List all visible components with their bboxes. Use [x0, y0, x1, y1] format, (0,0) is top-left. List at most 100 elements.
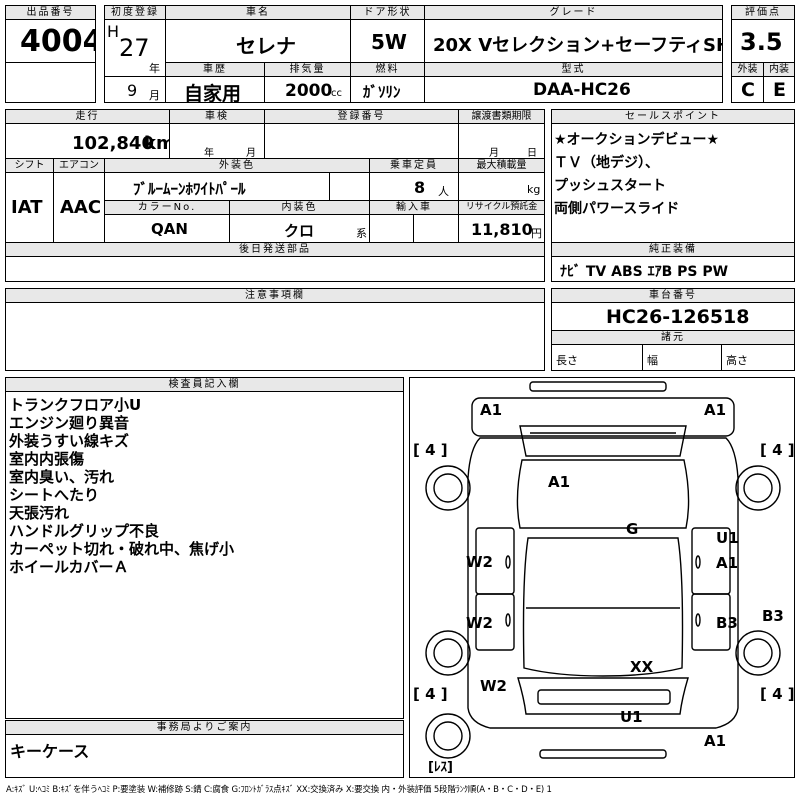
body-outline-shape [467, 437, 739, 729]
ac-value: AAC [60, 197, 102, 218]
history-value: 自家用 [184, 83, 242, 103]
sales-point-4: 両側パワースライド [554, 201, 680, 217]
spare-label: [ﾚｽ] [428, 760, 453, 775]
mark-xx-roof: XX [630, 658, 654, 676]
roof-shape [522, 537, 684, 677]
notes-cell [5, 302, 545, 371]
left-front-wheel-shape [425, 465, 471, 511]
colorno-value: QAN [151, 220, 188, 238]
inspector-line-9: カーペット切れ・破れ中、焦げ小 [9, 540, 235, 558]
reg-year: 27 [119, 34, 150, 62]
int-label: 内装 [763, 62, 795, 77]
ext-label: 外装 [731, 62, 764, 77]
tire-lf-label: [ 4 ] [413, 441, 448, 459]
front-bumper-shape [529, 381, 667, 392]
disp-value: 2000 [285, 81, 333, 101]
mark-g-windshield: G [626, 520, 638, 538]
inspection-label: 車検 [169, 109, 265, 124]
capacity-label: 乗車定員 [369, 158, 459, 173]
dims-width-cell: 幅 [642, 344, 722, 371]
mark-a1-rear: A1 [704, 732, 726, 750]
dims-height-cell: 高さ [721, 344, 795, 371]
recycle-label: リサイクル預託金 [458, 200, 545, 215]
fuel-value: ｶﾞｿﾘﾝ [363, 83, 401, 101]
grade-cell: 20X Vセレクション+セーフティSHV [424, 19, 723, 63]
fuel-label: 燃料 [350, 62, 425, 77]
equipment-label: 純正装備 [551, 242, 795, 257]
transfer-day: 日 [527, 148, 537, 159]
import-cell-b [413, 214, 459, 243]
fuel-cell: ｶﾞｿﾘﾝ [350, 76, 425, 103]
mark-u1-rear: U1 [620, 708, 643, 726]
inspector-line-3: 外装うすい線キズ [9, 432, 130, 450]
disp-cell: 2000 cc [264, 76, 351, 103]
car-cell: セレナ [165, 19, 351, 63]
office-text: キーケース [10, 742, 90, 761]
inspector-cell: トランクフロア小U エンジン廻り異音 外装うすい線キズ 室内内張傷 室内臭い、汚… [5, 391, 404, 719]
left-rear-door-shape [475, 593, 515, 651]
lot-blank [5, 62, 96, 103]
model-cell: DAA-HC26 [424, 76, 723, 103]
mark-w2-left-rear: W2 [480, 677, 507, 695]
chassis-label: 車台番号 [551, 288, 795, 303]
spare-wheel-shape [425, 713, 471, 759]
left-rear-wheel-shape [425, 630, 471, 676]
color-extra-cell [329, 172, 370, 201]
door-cell: 5W [350, 19, 425, 63]
chassis-cell: HC26-126518 [551, 302, 795, 331]
ac-label: エアコン [53, 158, 105, 173]
mark-b3-outside: B3 [762, 607, 784, 625]
dims-width: 幅 [647, 354, 658, 367]
equipment-cell: ﾅﾋﾞ TV ABS ｴｱB PS PW [551, 256, 795, 282]
reg-year-cell: H 27 年 [104, 19, 166, 77]
lot-number: 4004 [20, 24, 96, 59]
inspector-line-4: 室内内張傷 [9, 450, 85, 468]
interior-cell: クロ 系 [229, 214, 370, 243]
load-cell: kg [458, 172, 545, 201]
parts-label: 後日発送部品 [5, 242, 545, 257]
mileage-label: 走行 [5, 109, 170, 124]
color-cell: ﾌﾞﾙｰﾑｰﾝﾎﾜｲﾄﾊﾟｰﾙ [104, 172, 330, 201]
reg-month: 9 [127, 81, 138, 100]
lot-label: 出品番号 [5, 5, 96, 20]
mark-b3-right: B3 [716, 614, 738, 632]
regno-label: 登録番号 [264, 109, 459, 124]
inspection-month: 月 [246, 148, 256, 159]
transfer-cell: 月 日 [458, 123, 545, 159]
chassis-number: HC26-126518 [606, 306, 750, 328]
equipment-items: ﾅﾋﾞ TV ABS ｴｱB PS PW [560, 264, 729, 280]
rear-bumper-shape [537, 689, 671, 705]
colorno-label: カラーNo. [104, 200, 230, 215]
grade-label: グレード [424, 5, 723, 20]
ext-cell: C [731, 76, 764, 103]
damage-diagram: [ 4 ] [ 4 ] [ 4 ] [ 4 ] [ﾚｽ] A1 A1 A1 G … [409, 377, 795, 778]
model-value: DAA-HC26 [533, 80, 631, 100]
import-label: 輸入車 [369, 200, 459, 215]
recycle-value: 11,810 [471, 220, 533, 239]
mark-a1-hood: A1 [548, 473, 570, 491]
right-rear-wheel-shape [735, 630, 781, 676]
colorno-cell: QAN [104, 214, 230, 243]
inspection-cell: 年 月 [169, 123, 265, 159]
office-label: 事務局よりご案内 [5, 720, 404, 735]
inspector-line-8: ハンドルグリップ不良 [9, 522, 160, 540]
inspector-line-10: ホイールカバーＡ [9, 558, 129, 576]
load-unit: kg [527, 183, 541, 196]
regno-cell [264, 123, 459, 159]
ext-score: C [741, 79, 755, 101]
tire-lr-label: [ 4 ] [413, 685, 448, 703]
mark-a1-front-left: A1 [480, 401, 502, 419]
dims-height: 高さ [726, 354, 748, 367]
inspector-line-6: シートへたり [9, 486, 100, 504]
car-name: セレナ [236, 34, 296, 58]
windshield-shape [516, 459, 690, 529]
ac-cell: AAC [53, 172, 105, 243]
car-outline: [ 4 ] [ 4 ] [ 4 ] [ 4 ] [ﾚｽ] A1 A1 A1 G … [413, 381, 794, 775]
color-label: 外装色 [104, 158, 370, 173]
shift-value: IAT [11, 197, 43, 218]
transfer-month: 月 [489, 148, 499, 159]
score-value: 3.5 [740, 28, 783, 56]
rear-window-shape [517, 677, 689, 715]
inspector-line-7: 天張汚れ [9, 504, 70, 522]
door-label: ドア形状 [350, 5, 425, 20]
